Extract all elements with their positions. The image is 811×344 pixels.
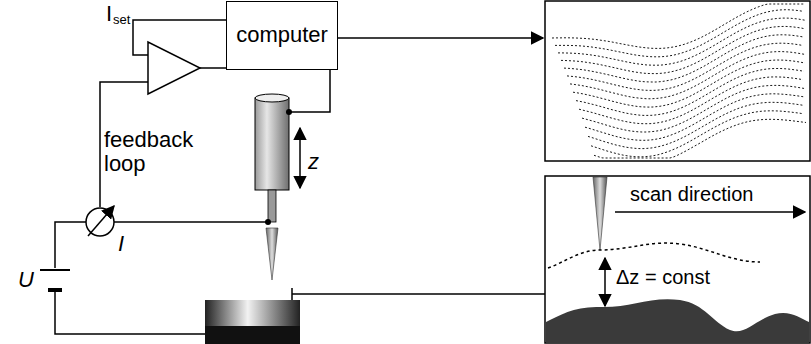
mesh-line <box>567 43 803 90</box>
mesh-line <box>582 85 806 132</box>
mesh-line <box>558 18 806 65</box>
mesh-line <box>588 102 804 148</box>
mesh-line <box>570 52 806 99</box>
voltage-label: U <box>18 268 34 292</box>
mesh-line <box>552 4 804 48</box>
mesh-line <box>579 77 803 124</box>
axis-label: z <box>308 150 319 174</box>
scan-label: scan direction <box>630 183 753 205</box>
signal-subscript: set <box>113 13 130 27</box>
gap-label: Δz = const <box>614 266 712 288</box>
mesh-line <box>561 26 805 73</box>
node-text: computer <box>236 23 328 47</box>
mesh-line <box>564 35 804 82</box>
loop-label: feedback loop <box>104 128 204 176</box>
mesh-line <box>594 119 806 158</box>
mesh-line <box>591 111 803 157</box>
current-label: I <box>118 232 124 256</box>
mesh-line <box>555 10 803 57</box>
mesh-line <box>573 60 805 107</box>
process-box: computer <box>226 1 338 70</box>
signal-name: I <box>106 2 112 26</box>
mesh-line <box>585 94 805 141</box>
mesh-line <box>576 69 804 116</box>
